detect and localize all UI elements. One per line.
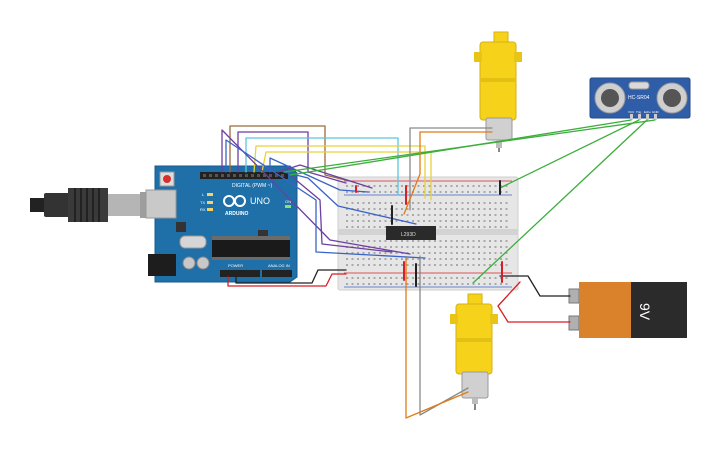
wire-purple-3	[221, 129, 411, 255]
sensor-label: HC-SR04	[628, 95, 650, 101]
arduino-logo: ARDUINO	[223, 195, 248, 217]
wire-red-5v	[227, 273, 347, 287]
wire-red-battery	[497, 281, 571, 323]
wire-green-gnd	[283, 119, 656, 173]
led-l-label: L	[202, 192, 205, 197]
wire-black-gnd	[235, 269, 347, 284]
wire-black-battery	[499, 275, 571, 297]
wire-blue-long	[225, 139, 426, 259]
brand-label: ARDUINO	[225, 211, 248, 217]
wire-purple-long	[289, 174, 393, 253]
wire-green-echo	[499, 119, 640, 189]
wire-grey-top-motor	[409, 127, 493, 211]
reset-button	[163, 175, 171, 183]
bottom-dc-motor	[450, 293, 498, 410]
wires	[221, 119, 656, 419]
atmega-chip	[212, 240, 290, 257]
wire-blue-top	[269, 157, 369, 193]
power-jack	[148, 254, 176, 276]
led-rx-label: RX	[200, 207, 206, 212]
analog-label: ANALOG IN	[268, 263, 290, 268]
power-header	[220, 270, 260, 277]
model-label: UNO	[250, 196, 270, 206]
wire-grey-bottom-motor	[419, 255, 469, 416]
digital-label: DIGITAL (PWM ~)	[232, 183, 272, 189]
sensor-pin-trig: Trig	[636, 110, 641, 114]
sensor-pin-echo: Echo	[644, 110, 651, 114]
led-tx-label: TX	[200, 200, 205, 205]
l293d-label: L293D	[401, 232, 416, 238]
battery-terminal-negative	[568, 315, 580, 331]
wire-brown	[229, 125, 355, 183]
wire-green-vcc	[472, 119, 648, 284]
battery-label: 9V	[637, 303, 653, 321]
l293d-chip: L293D	[386, 226, 436, 240]
breadboard	[337, 176, 519, 291]
wire-yellow-2	[261, 151, 432, 201]
wire-purple-top	[237, 131, 347, 184]
digital-header	[200, 172, 288, 179]
usb-cable	[30, 188, 164, 222]
sensor-pin-vcc: VCC	[628, 110, 635, 114]
top-dc-motor	[474, 31, 522, 152]
arduino-uno-board: DIGITAL (PWM ~) L TX RX ARDUINO UNO ON P…	[145, 165, 298, 283]
analog-header	[262, 270, 292, 277]
wire-blue-mid	[283, 171, 417, 225]
ultrasonic-sensor: HC-SR04 VCC Trig Echo GND	[589, 77, 691, 120]
wire-orange-bottom-motor	[405, 257, 469, 419]
sensor-pin-gnd: GND	[652, 110, 660, 114]
battery-9v: 9V	[568, 282, 687, 338]
wire-orange-top-motor	[403, 131, 493, 215]
power-label: POWER	[228, 263, 243, 268]
usb-port	[145, 189, 177, 219]
on-label: ON	[285, 199, 291, 204]
wire-purple-2	[277, 164, 373, 189]
